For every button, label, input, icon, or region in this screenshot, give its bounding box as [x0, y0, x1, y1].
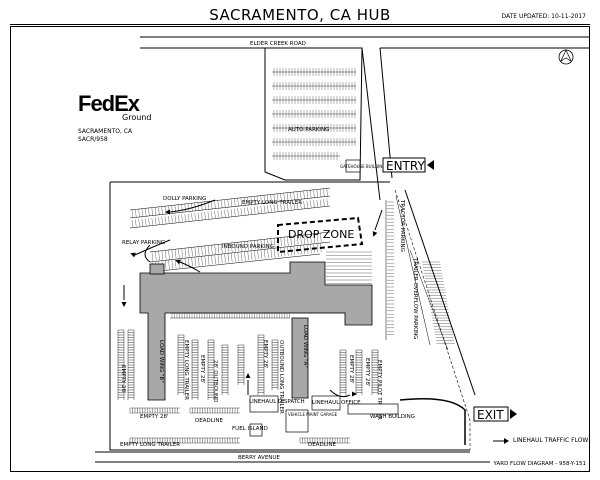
berry-avenue [95, 451, 490, 463]
exit-label: EXIT [477, 408, 504, 422]
entry-driveway [345, 47, 393, 201]
relay-parking-label: RELAY PARKING [122, 240, 165, 246]
entry-label: ENTRY [386, 159, 425, 173]
wash-building-label: WASH BUILDING [370, 414, 415, 420]
empty-28-mid-label: EMPTY 28' [199, 355, 205, 384]
inbound-parking-label: INBOUND PARKING [222, 244, 274, 250]
auto-parking-label: AUTO PARKING [288, 127, 329, 133]
north-arrow-icon [558, 49, 574, 65]
load-wing-a-label: LOAD WING "A" [302, 325, 308, 368]
fedex-ground-wordmark: Ground [122, 113, 152, 122]
inbound-parking-rows [149, 231, 331, 273]
tractor-parking-label: TRACTOR PARKING [399, 199, 405, 252]
traffic-flow-arrows [123, 199, 383, 398]
location-city: SACRAMENTO, CA [78, 128, 133, 135]
road-label-north: ELDER CREEK ROAD [250, 41, 306, 47]
empty-28-left-label: EMPTY 28' [120, 365, 126, 394]
deadline-left-label: DEADLINE [195, 418, 224, 424]
linehaul-office-label: LINEHAUL OFFICE [312, 400, 361, 406]
empty-long-trailer-bottom-label: EMPTY LONG TRAILER [120, 442, 180, 448]
fuel-island-label: FUEL ISLAND [232, 426, 268, 432]
hub-building [139, 261, 373, 401]
empty-28-right2-label: EMPTY 28' [364, 358, 370, 387]
vehicle-maint-garage-label: VEHICLE MAINT GARAGE [288, 412, 338, 417]
building-docks [170, 312, 345, 319]
gatehouse-label: GATEHOUSE BUILDING [340, 164, 385, 169]
outbound-28-label: 28' OUTBOUND [212, 360, 218, 402]
entry-sign [382, 157, 426, 173]
fedex-logo: FedEx Ground [78, 91, 151, 123]
deadline-bottom-label: DEADLINE [308, 442, 337, 448]
entry-arrow-icon [427, 160, 434, 170]
elder-creek-road [140, 36, 590, 49]
empty-28-center-label: EMPTY 28' [262, 340, 268, 369]
empty-28-bottom-label: EMPTY 28' [140, 414, 169, 420]
fedex-wordmark: FedEx [78, 91, 140, 116]
page-title: SACRAMENTO, CA HUB [209, 6, 391, 24]
lower-buildings [249, 395, 399, 437]
exit-sign [473, 406, 509, 422]
tractor-parking-area [385, 195, 449, 351]
empty-long-trailer-top-label: EMPTY LONG TRAILER [242, 200, 302, 206]
diagram-number: YARD FLOW DIAGRAM - 958-Y-151 [493, 461, 586, 467]
traffic-flow-arrow-icon [493, 437, 509, 444]
date-updated: DATE UPDATED: 10-11-2017 [501, 13, 586, 20]
bottom-trailer-rows [129, 407, 350, 444]
location-code: SACR/958 [78, 136, 108, 143]
traffic-flow-arrowheads [121, 209, 378, 397]
empty-28-right-label: EMPTY 28' [348, 355, 354, 384]
empty-long-trailer-left-label: EMPTY LONG TRAILER [183, 340, 189, 400]
outbound-long-trailer-label: OUTBOUND LONG TRAILER [278, 340, 284, 414]
exit-road [399, 398, 466, 445]
drop-zone-outline [277, 216, 364, 254]
legend: LINEHAUL TRAFFIC FLOW [493, 437, 588, 444]
map-frame [10, 26, 590, 472]
yard-boundary [109, 181, 476, 451]
drop-zone-label: DROP ZONE [288, 228, 354, 241]
legend-label: LINEHAUL TRAFFIC FLOW [513, 437, 589, 444]
title-rule [10, 24, 590, 25]
lower-trailer-rows [117, 329, 379, 400]
trailer-overflow-parking-label: TRAILER OVERFLOW PARKING [412, 257, 418, 339]
load-wing-b-label: LOAD WING "B" [158, 340, 164, 383]
road-label-south: BERRY AVENUE [238, 455, 280, 461]
dolly-parking-label: DOLLY PARKING [163, 196, 206, 202]
linehaul-dispatch-label: LINEHAUL DISPATCH [249, 399, 305, 405]
empty-pilot-trailer-label: EMPTY PILOT TRAILER [376, 360, 382, 420]
auto-parking-lot [264, 47, 363, 181]
dolly-parking-rows [129, 187, 331, 229]
exit-arrow-icon [510, 409, 517, 419]
